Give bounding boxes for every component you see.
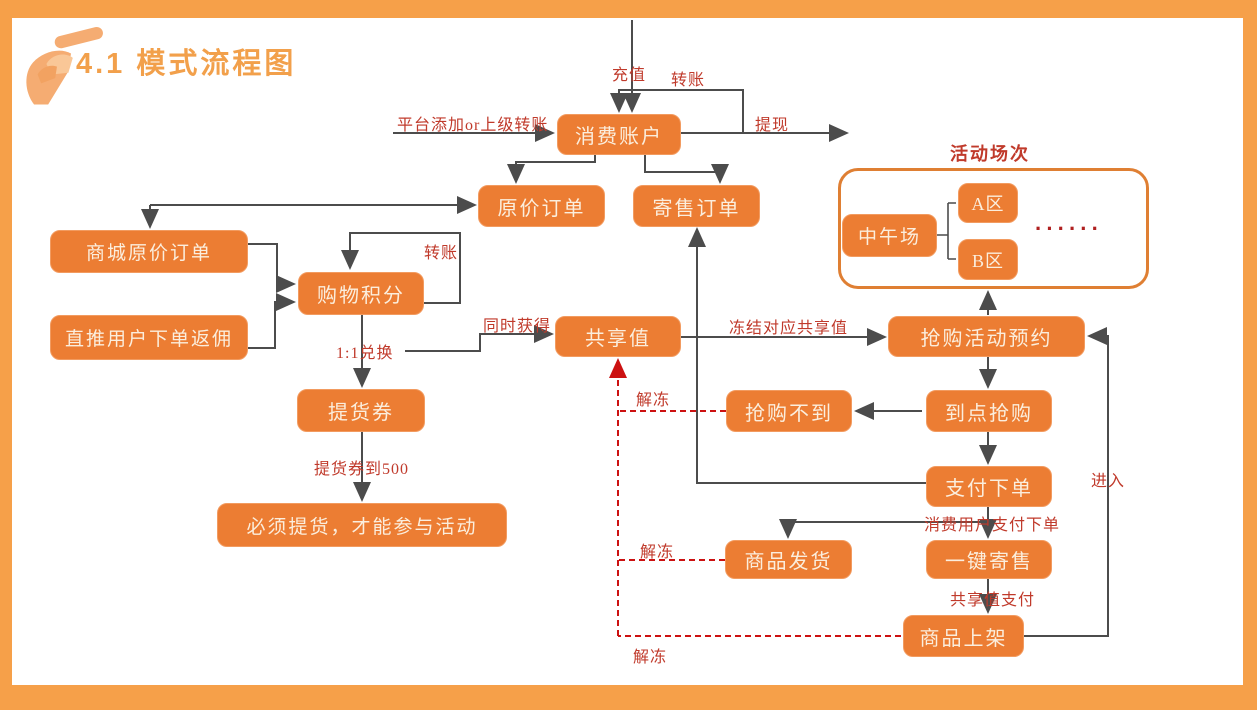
sessions-panel [838, 168, 1149, 289]
ellipsis-dots: ······ [1035, 216, 1103, 241]
node-grab-on-time: 到点抢购 [926, 390, 1052, 432]
frame-bottom [0, 685, 1257, 710]
frame-right [1243, 0, 1257, 710]
node-goods-ship: 商品发货 [725, 540, 852, 579]
edge-label-voucher-to-500: 提货券到500 [314, 461, 410, 478]
node-noon-session: 中午场 [842, 214, 937, 257]
edge-label-simul-obtain: 同时获得 [483, 318, 552, 335]
frame-left [0, 0, 12, 710]
node-referral-commission: 直推用户下单返佣 [50, 315, 248, 360]
edge-label-recharge: 充值 [612, 67, 647, 84]
edge-label-shared-value-pay: 共享值支付 [950, 592, 1036, 609]
sessions-panel-title: 活动场次 [950, 144, 1030, 164]
node-shopping-points: 购物积分 [298, 272, 424, 315]
edge-label-unfreeze-3: 解冻 [633, 649, 668, 666]
edge-label-consumer-pay: 消费用户支付下单 [924, 517, 1061, 534]
node-consign-order: 寄售订单 [633, 185, 760, 227]
node-grab-fail: 抢购不到 [726, 390, 852, 432]
edge-label-freeze: 冻结对应共享值 [729, 320, 849, 337]
edge-label-unfreeze-2: 解冻 [640, 544, 675, 561]
node-one-click-consign: 一键寄售 [926, 540, 1052, 579]
node-must-pickup: 必须提货，才能参与活动 [217, 503, 507, 547]
edge-label-platform-add: 平台添加or上级转账 [397, 117, 549, 134]
node-pickup-voucher: 提货券 [297, 389, 425, 432]
node-zone-b: B区 [958, 239, 1018, 280]
pointing-hand-icon [26, 26, 103, 105]
node-zone-a: A区 [958, 183, 1018, 223]
frame-top [0, 0, 1257, 18]
page-title: 4.1 模式流程图 [76, 48, 297, 80]
node-mall-original-order: 商城原价订单 [50, 230, 248, 273]
node-shared-value: 共享值 [555, 316, 681, 357]
node-consume-account: 消费账户 [557, 114, 681, 155]
edge-label-unfreeze-1: 解冻 [636, 392, 671, 409]
edge-label-withdraw: 提现 [755, 117, 790, 134]
edge-label-enter: 进入 [1091, 473, 1126, 490]
node-goods-listed: 商品上架 [903, 615, 1024, 657]
node-original-order: 原价订单 [478, 185, 605, 227]
edge-label-transfer-top: 转账 [671, 72, 706, 89]
node-pay-order: 支付下单 [926, 466, 1052, 507]
edge-label-exchange-ratio: 1:1兑换 [336, 345, 394, 362]
node-grab-reserve: 抢购活动预约 [888, 316, 1085, 357]
edge-label-transfer-points: 转账 [424, 245, 459, 262]
